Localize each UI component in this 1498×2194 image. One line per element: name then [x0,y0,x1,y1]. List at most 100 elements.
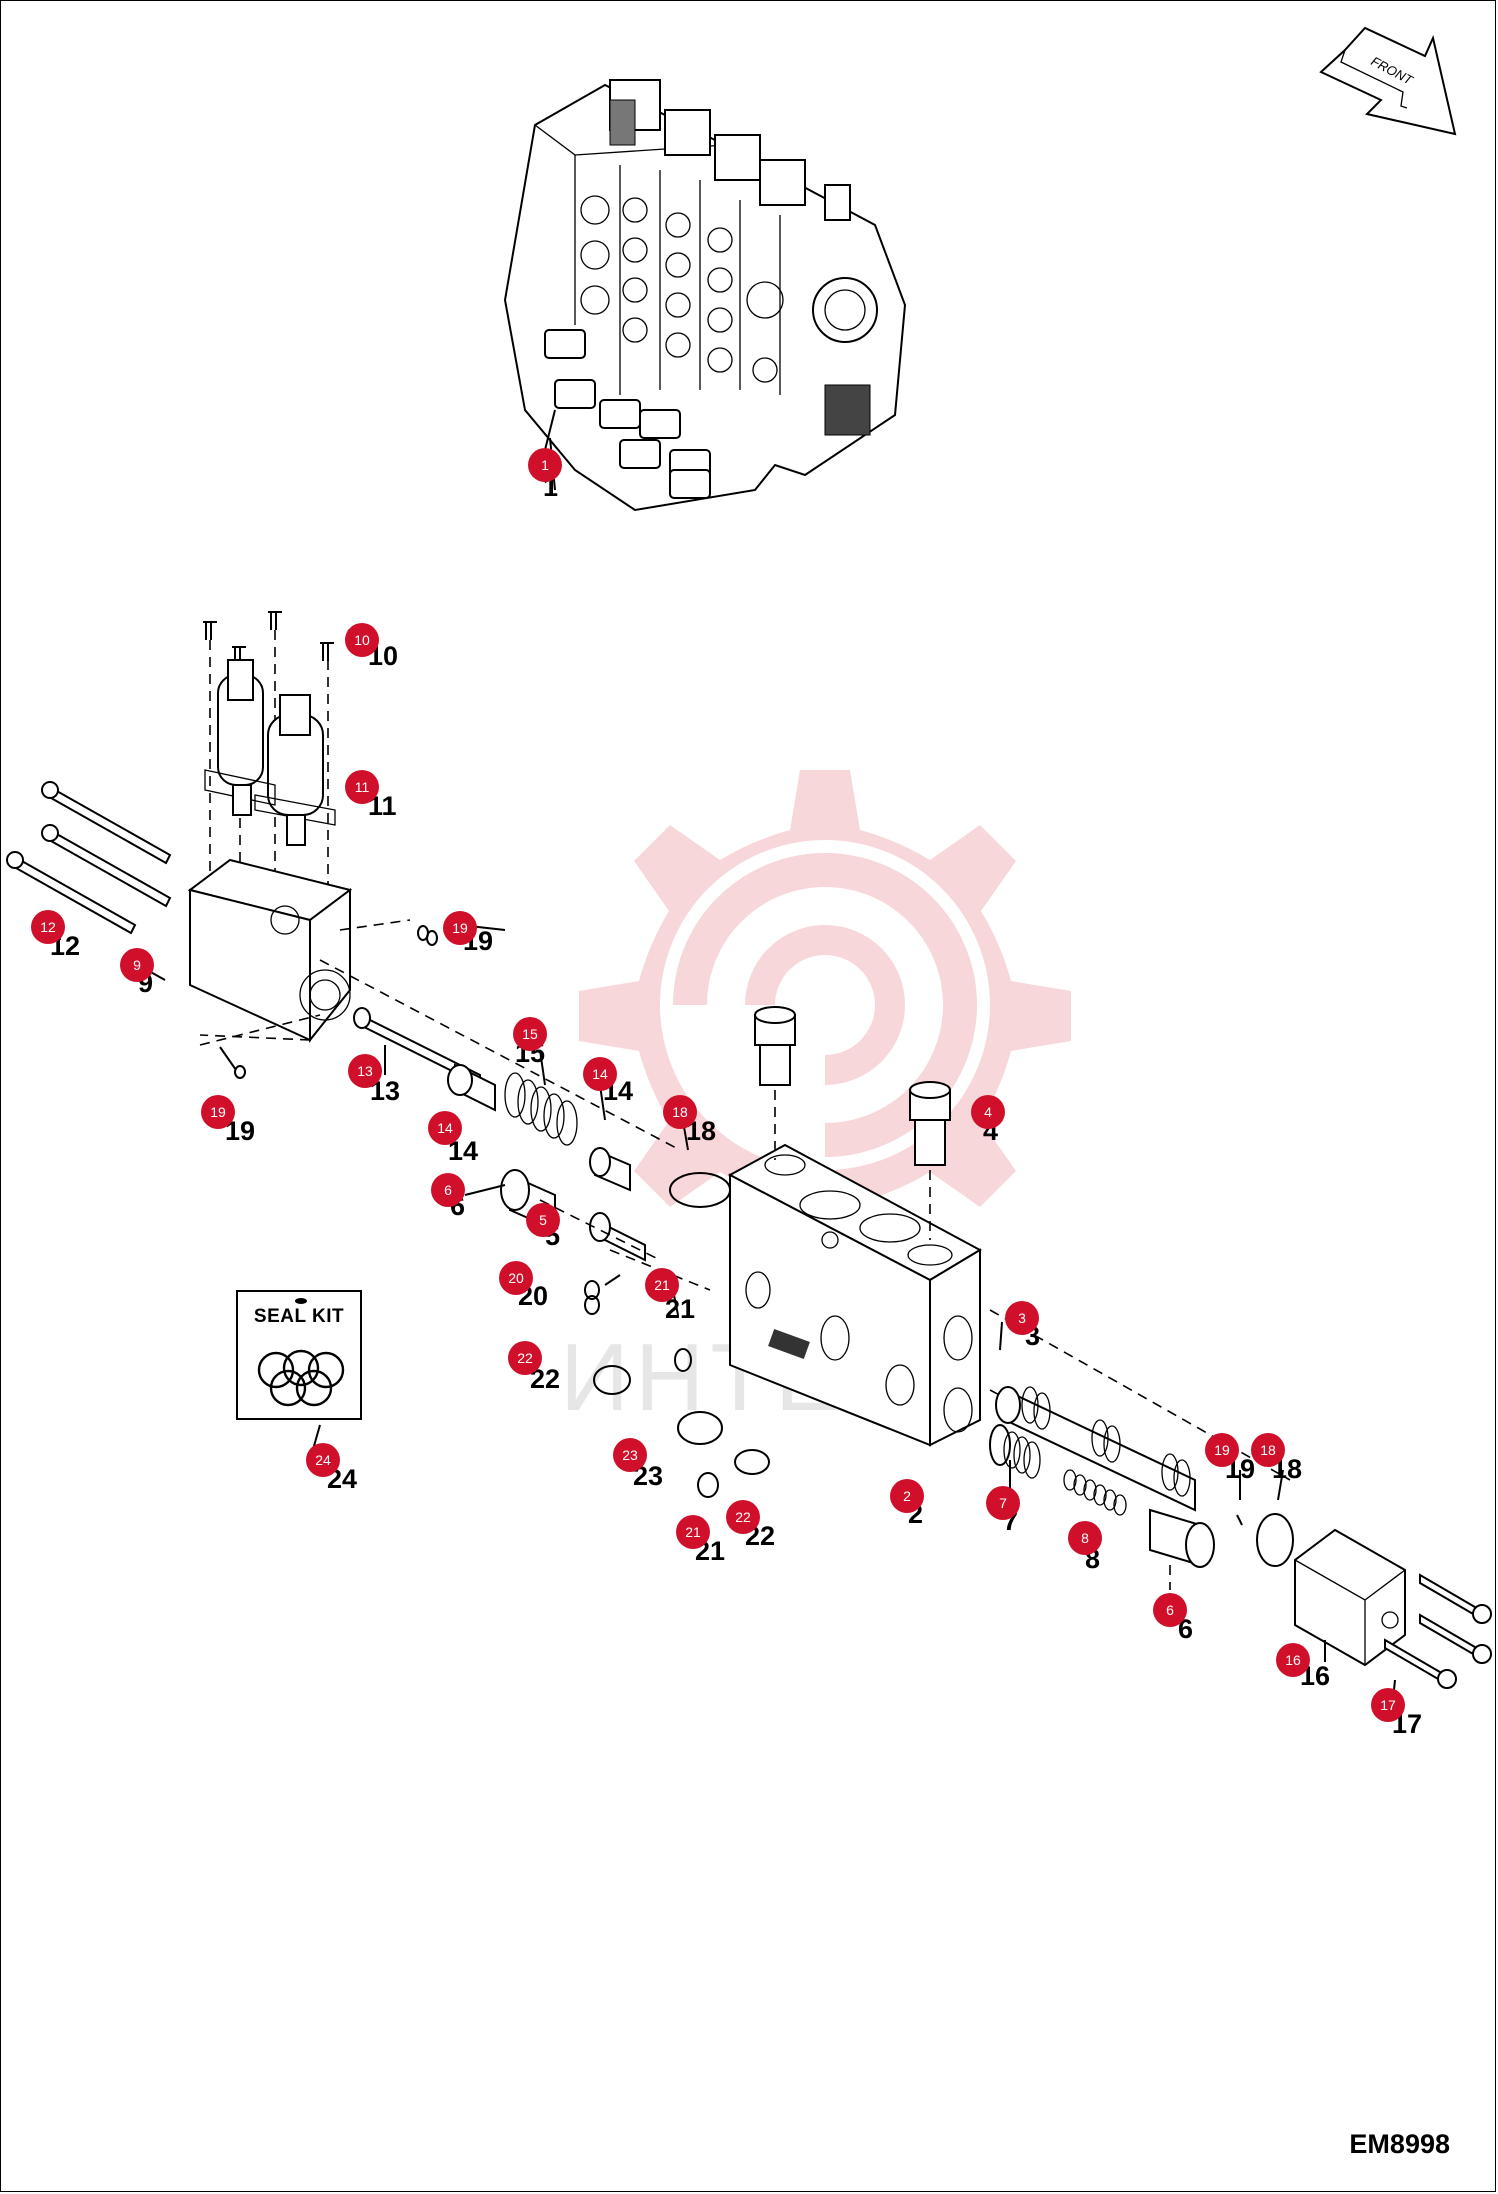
main-section-body [727,1143,1291,1481]
callout-c16: 16 [1276,1643,1310,1677]
callout-c6b: 6 [1153,1593,1187,1627]
callout-number: 11 [355,779,370,795]
callout-c24: 24 [306,1443,340,1477]
callout-number: 7 [999,1495,1007,1511]
callout-circle [676,1515,710,1549]
callout-circle [890,1479,924,1513]
callout-number: 21 [654,1277,670,1293]
callout-number: 15 [522,1026,538,1042]
callout-number: 14 [592,1066,608,1082]
callout-c17: 17 [1371,1688,1405,1722]
callout-number: 4 [984,1104,992,1120]
callout-c5: 5 [526,1203,560,1237]
callout-number: 6 [444,1182,452,1198]
callout-circle [583,1057,617,1091]
callout-number: 17 [1380,1697,1396,1713]
callout-circle [306,1443,340,1477]
callout-number: 23 [622,1447,638,1463]
callout-c22b: 22 [726,1500,760,1534]
callout-circle [645,1268,679,1302]
callout-c22a: 22 [508,1341,542,1375]
callout-number: 24 [315,1452,331,1468]
callout-number: 19 [1214,1442,1230,1458]
seal-kit-o-rings-icon [257,1298,345,1407]
callout-circle [201,1095,235,1129]
callout-circle [345,623,379,657]
drawing-code: EM8998 [1349,2129,1450,2159]
callout-number: 19 [210,1104,226,1120]
callout-c3: 3 [1005,1301,1039,1335]
callout-circle [526,1203,560,1237]
callout-c8: 8 [1068,1521,1102,1555]
callout-number: 22 [735,1509,751,1525]
seal-kit-label: SEAL KIT [253,1306,345,1327]
seal-kit-box: SEAL KIT [236,1290,362,1420]
callout-c7: 7 [986,1486,1020,1520]
callout-c21b: 21 [676,1515,710,1549]
callout-circle [428,1111,462,1145]
spool-and-springs-left [353,1007,731,1291]
callout-number: 19 [452,920,468,936]
callout-number: 21 [685,1524,701,1540]
callout-c19c: 19 [1205,1433,1239,1467]
callout-circle [431,1173,465,1207]
callout-circle [971,1095,1005,1129]
callout-c1: 1 [528,448,562,482]
callout-number: 13 [357,1063,373,1079]
callout-c23: 23 [613,1438,647,1472]
callout-circle [348,1054,382,1088]
callout-circle [31,910,65,944]
callout-number: 5 [539,1212,547,1228]
callout-c19a: 19 [443,911,477,945]
callout-circle [499,1261,533,1295]
callout-c14a: 14 [583,1057,617,1091]
assembled-control-valve [503,79,907,512]
callout-c20: 20 [499,1261,533,1295]
callout-number: 6 [1166,1602,1174,1618]
callout-circle [1068,1521,1102,1555]
callout-c9: 9 [120,948,154,982]
callout-circle [613,1438,647,1472]
solenoid-cartridges [203,611,336,900]
callout-c21a: 21 [645,1268,679,1302]
callout-c15: 15 [513,1017,547,1051]
callout-c18b: 18 [1251,1433,1285,1467]
callout-c13: 13 [348,1054,382,1088]
callout-number: 18 [1260,1442,1276,1458]
end-cap [1294,1528,1492,1689]
front-arrow: FRONT [1319,26,1457,136]
callout-circle [1005,1301,1039,1335]
callout-circle [1276,1643,1310,1677]
callout-circle [120,948,154,982]
callout-number: 14 [437,1120,453,1136]
callout-number: 9 [133,957,141,973]
callout-c10: 10 [345,623,379,657]
callout-circle [1251,1433,1285,1467]
callout-number: 20 [508,1270,524,1286]
callout-circle [726,1500,760,1534]
callout-circle [508,1341,542,1375]
callout-number: 18 [672,1104,688,1120]
callout-c4: 4 [971,1095,1005,1129]
spool-and-springs-right [989,1386,1294,1590]
callout-number: 12 [40,919,56,935]
relief-valves [754,1006,951,1240]
inlet-section-body [187,858,681,1151]
callout-number: 3 [1018,1310,1026,1326]
callout-number: 8 [1081,1530,1089,1546]
callout-c6a: 6 [431,1173,465,1207]
callout-circle [1153,1593,1187,1627]
callout-circle [345,770,379,804]
callout-circle [443,911,477,945]
callout-circle [1371,1688,1405,1722]
tie-bolts-12 [6,781,172,935]
callout-circle [528,448,562,482]
callout-c11: 11 [345,770,379,804]
callout-circle [986,1486,1020,1520]
callout-number: 1 [541,457,549,473]
callout-c14b: 14 [428,1111,462,1145]
callout-circle [513,1017,547,1051]
callout-number: 22 [517,1350,533,1366]
